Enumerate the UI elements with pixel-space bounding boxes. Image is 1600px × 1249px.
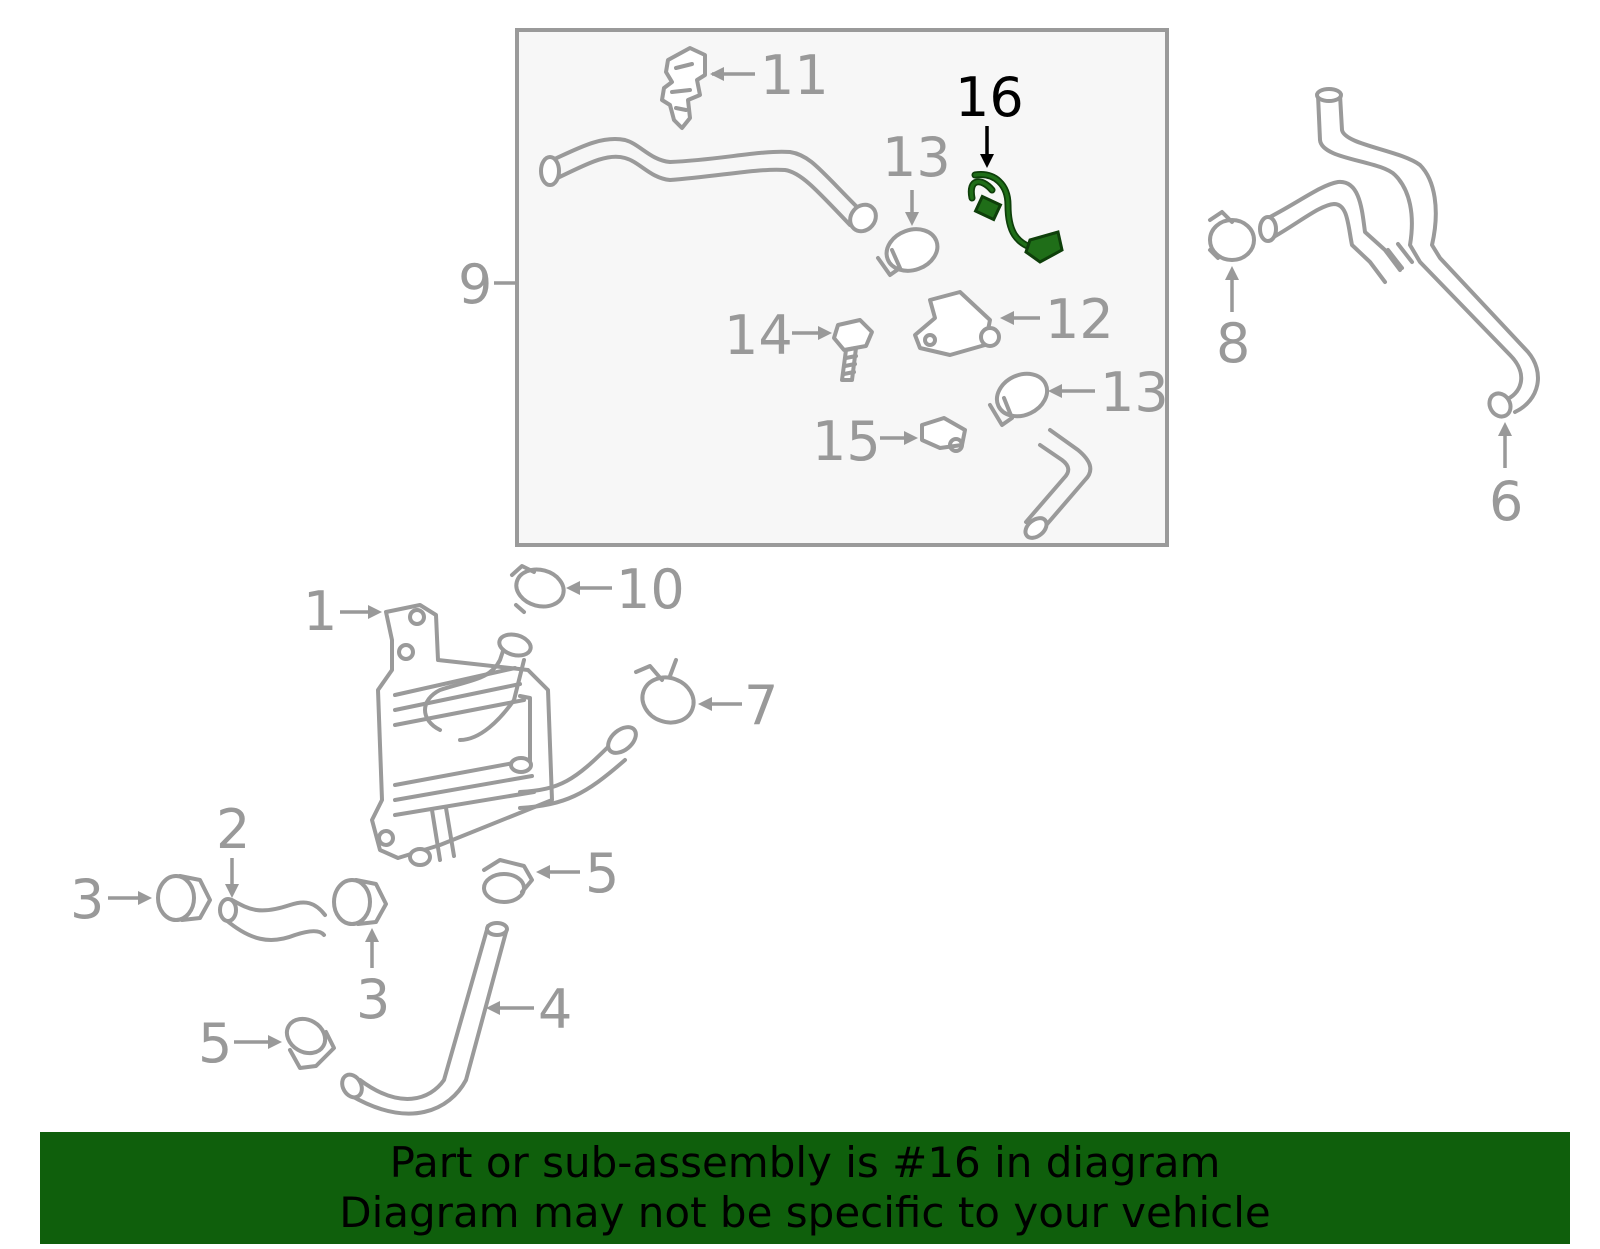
callout-2: 2 (216, 798, 250, 861)
callout-4: 4 (538, 978, 572, 1041)
banner-line-2: Diagram may not be specific to your vehi… (339, 1188, 1271, 1237)
callout-3-left: 3 (70, 868, 104, 931)
callout-1: 1 (303, 580, 337, 643)
callout-10: 10 (616, 558, 685, 621)
arrowhead-4 (486, 1001, 500, 1015)
connector-b (1024, 230, 1064, 264)
arrowhead-14 (818, 326, 832, 340)
callout-12: 12 (1045, 288, 1114, 351)
arrowhead-16 (980, 154, 994, 168)
arrowhead-2 (225, 884, 239, 898)
callout-13-upper: 13 (882, 126, 951, 189)
hose-end (539, 155, 561, 187)
part-6-hose[interactable] (1258, 87, 1540, 420)
part-5-clamp-upper[interactable] (482, 858, 534, 904)
arrowhead-5b (268, 1035, 282, 1049)
arrowhead-6 (1498, 422, 1512, 436)
part-4-hose[interactable] (338, 921, 509, 1116)
part-12-sensor[interactable] (913, 290, 1001, 357)
callout-5-upper: 5 (585, 842, 619, 905)
connector-a (973, 194, 1003, 222)
part-13-clamp-lower[interactable] (988, 366, 1054, 427)
callout-9: 9 (458, 253, 492, 316)
part-9-hose-elbow[interactable] (1022, 428, 1093, 542)
callout-15: 15 (812, 410, 881, 473)
info-banner: Part or sub-assembly is #16 in diagram D… (40, 1132, 1570, 1244)
callout-11: 11 (760, 44, 829, 107)
callout-6: 6 (1489, 470, 1523, 533)
part-14-bolt[interactable] (832, 318, 874, 382)
part-3-clamp-left[interactable] (156, 874, 212, 922)
arrowhead-3a (138, 891, 152, 905)
part-15-bracket[interactable] (920, 416, 967, 453)
callout-13-lower: 13 (1100, 361, 1169, 424)
arrowhead-13b (1048, 384, 1062, 398)
part-5-clamp-lower[interactable] (281, 1012, 336, 1070)
callout-3-middle: 3 (356, 968, 390, 1031)
arrowhead-8 (1225, 266, 1239, 280)
part-7-clamp[interactable] (634, 658, 700, 730)
part-3-clamp-middle[interactable] (332, 878, 388, 926)
arrowhead-10 (566, 581, 580, 595)
arrowhead-7 (698, 697, 712, 711)
part-11-bracket[interactable] (660, 46, 707, 130)
arrowhead-15 (904, 431, 918, 445)
part-16-wire-harness[interactable] (967, 171, 1064, 264)
callout-14: 14 (724, 304, 793, 367)
part-9-hose-upper[interactable] (539, 137, 881, 236)
arrowhead-13a (905, 212, 919, 226)
part-8-clamp[interactable] (1208, 210, 1256, 262)
arrowhead-3b (365, 928, 379, 942)
callout-16: 16 (955, 66, 1024, 129)
callout-7: 7 (744, 674, 778, 737)
arrowhead-1 (368, 605, 382, 619)
part-2-hose[interactable] (218, 897, 327, 942)
part-13-clamp-upper[interactable] (876, 222, 943, 277)
arrowhead-12 (1000, 311, 1014, 325)
hose-end (848, 202, 878, 234)
part-10-clamp[interactable] (510, 564, 568, 614)
banner-line-1: Part or sub-assembly is #16 in diagram (389, 1138, 1221, 1187)
arrowhead-11 (710, 67, 724, 81)
callout-5-lower: 5 (198, 1012, 232, 1075)
callout-8: 8 (1216, 312, 1250, 375)
part-1-oil-cooler[interactable] (370, 603, 641, 867)
arrowhead-5a (536, 865, 550, 879)
